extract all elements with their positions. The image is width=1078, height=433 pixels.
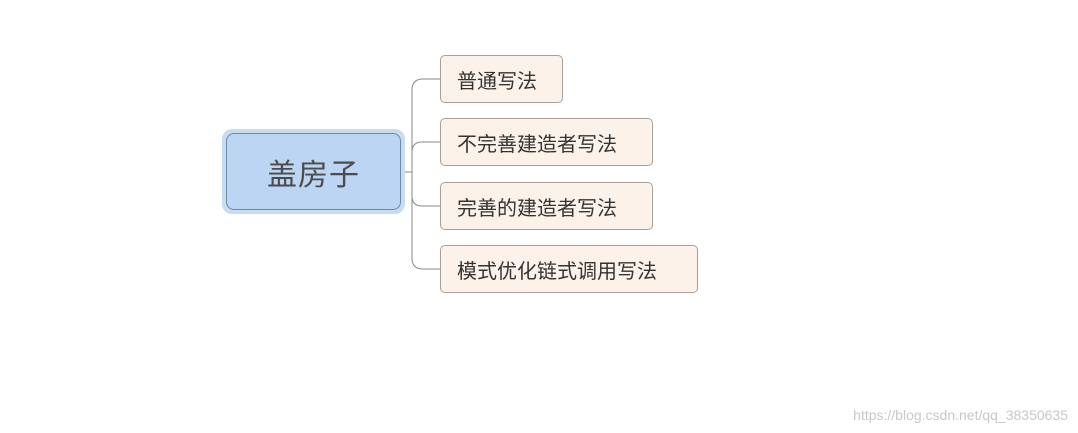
subtopic-node[interactable]: 完善的建造者写法: [440, 182, 653, 230]
watermark-text: https://blog.csdn.net/qq_38350635: [853, 407, 1068, 423]
subtopic-node[interactable]: 普通写法: [440, 55, 563, 103]
subtopic-label: 完善的建造者写法: [457, 195, 617, 220]
connector-branch-1: [411, 141, 440, 172]
root-topic-node[interactable]: 盖房子: [222, 129, 405, 214]
connector-branch-3: [411, 172, 440, 270]
subtopic-node[interactable]: 模式优化链式调用写法: [440, 245, 698, 293]
connector-branch-0: [411, 78, 440, 172]
subtopic-label: 模式优化链式调用写法: [457, 258, 657, 283]
subtopic-label: 不完善建造者写法: [457, 131, 617, 156]
connector-branch-2: [411, 172, 440, 207]
root-topic-box: 盖房子: [226, 133, 401, 210]
subtopic-node[interactable]: 不完善建造者写法: [440, 118, 653, 166]
root-topic-label: 盖房子: [267, 157, 360, 193]
subtopic-label: 普通写法: [457, 68, 537, 93]
